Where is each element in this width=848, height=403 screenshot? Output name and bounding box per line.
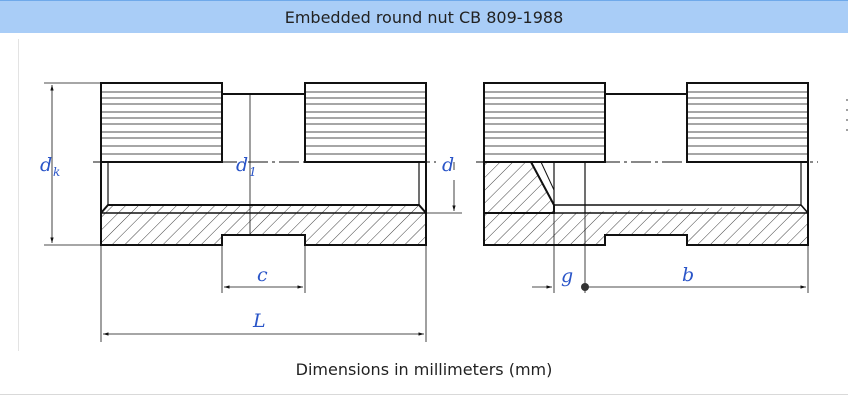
label-d1: d: [236, 154, 248, 176]
blind-end-hatch: [483, 161, 555, 214]
left-dimensions: [44, 82, 462, 342]
units-caption: Dimensions in millimeters (mm): [295, 360, 553, 379]
knurl-lines-left: [101, 91, 222, 155]
label-L: L: [252, 310, 266, 332]
label-dk: d: [40, 154, 52, 176]
dimension-dot: [581, 283, 589, 291]
bottom-divider: [0, 394, 848, 395]
section-hatch-left: [100, 204, 427, 246]
drawing-panel: [18, 39, 848, 351]
page-title: Embedded round nut CB 809-1988: [284, 7, 564, 27]
label-dk-sub: k: [53, 165, 60, 179]
left-view: [93, 82, 436, 246]
label-d1-sub: 1: [249, 165, 257, 179]
label-b: b: [682, 264, 694, 286]
label-g: g: [561, 265, 573, 287]
knurl-block-right-2: [686, 82, 809, 163]
knurl-block-left: [100, 82, 223, 163]
right-dimensions: [532, 213, 809, 293]
title-bar: Embedded round nut CB 809-1988: [0, 0, 848, 33]
label-d: d: [442, 154, 454, 176]
knurl-lines-right-2: [687, 91, 808, 155]
knurl-block-right: [304, 82, 427, 163]
knurl-block-left-2: [483, 82, 606, 163]
knurl-lines-left-2: [484, 91, 605, 155]
label-c: c: [257, 264, 268, 286]
right-view: [476, 82, 818, 246]
knurl-lines-right: [305, 91, 426, 155]
